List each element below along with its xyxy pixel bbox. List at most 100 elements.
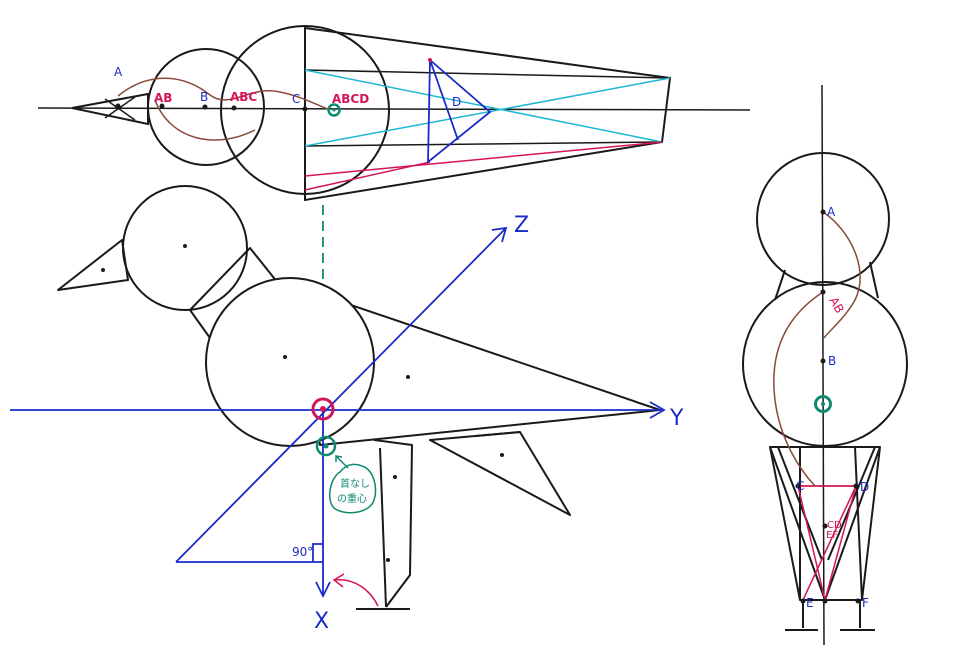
front-point-d — [853, 483, 859, 489]
top-magenta-line-2 — [304, 161, 431, 191]
top-point-a — [115, 103, 121, 109]
top-point-abc — [231, 105, 237, 111]
top-label-ab: AB — [154, 91, 172, 105]
side-leg-dot-2 — [386, 558, 390, 562]
top-center-line — [37, 107, 751, 111]
front-d-to-e — [802, 485, 857, 601]
side-tail-dot — [406, 375, 410, 379]
top-point-b — [202, 104, 208, 110]
side-centroid-teal-ring — [315, 435, 337, 457]
note-bubble — [328, 463, 377, 514]
top-d-median — [429, 59, 459, 141]
front-magenta-lines — [797, 485, 857, 601]
top-magenta-lines — [304, 141, 663, 191]
front-centroid-teal-dot — [821, 402, 825, 406]
front-center-line — [821, 84, 825, 646]
top-cyan-diagonal-2 — [304, 77, 671, 147]
y-axis-label: Y — [669, 406, 684, 431]
x-axis-arrowhead — [315, 581, 331, 599]
side-centroid-magenta-dot — [320, 406, 326, 412]
side-head-circle — [122, 185, 248, 311]
top-brown-path — [117, 77, 331, 141]
front-label-cd: CD — [827, 520, 842, 531]
top-d-vertex-dot — [428, 58, 432, 62]
note-pointer — [335, 455, 349, 469]
front-centroid-teal-ring — [814, 395, 832, 413]
side-leg — [373, 439, 413, 608]
front-points — [795, 209, 861, 604]
top-cyan-lines — [304, 69, 671, 147]
front-label-f: F — [862, 596, 869, 610]
front-point-cdef — [822, 523, 828, 529]
front-neck-left — [774, 269, 786, 301]
front-leg-diag-2 — [824, 446, 881, 601]
angle-label: 90° — [292, 545, 313, 559]
front-label-c: C — [796, 479, 804, 493]
top-label-abcd: ABCD — [332, 92, 369, 106]
front-point-c — [795, 483, 801, 489]
headless-centroid-note: 首なし の重心 — [328, 455, 377, 514]
front-neck-right — [869, 261, 879, 299]
side-beak — [57, 239, 129, 291]
side-centroid-magenta-ring — [311, 397, 335, 421]
side-rotation-arrow — [334, 579, 379, 607]
top-points — [115, 103, 308, 112]
top-beak-cross-1 — [104, 98, 136, 121]
side-centroid-teal-dot — [323, 443, 329, 449]
front-label-e: E — [806, 596, 814, 610]
z-axis-line — [175, 227, 507, 563]
top-label-a: A — [114, 65, 123, 79]
top-label-abc: ABC — [230, 90, 257, 104]
front-view — [742, 84, 908, 646]
top-guide-lower — [304, 141, 663, 147]
front-brown-path — [773, 211, 861, 487]
front-label-ab: AB — [826, 295, 846, 316]
side-view — [57, 185, 661, 610]
side-rotation-arrowhead — [332, 573, 345, 588]
front-head-circle — [756, 152, 890, 286]
front-leg-diag-1 — [769, 446, 826, 601]
front-leg-diag-4 — [854, 446, 863, 601]
side-head-dot — [183, 244, 187, 248]
front-cdf-triangle — [797, 485, 857, 601]
front-label-ef: EF — [826, 530, 838, 541]
front-label-d: D — [860, 480, 869, 494]
top-label-c: C — [292, 92, 300, 106]
side-body-circle — [205, 277, 375, 447]
note-pointer-head — [335, 455, 343, 462]
front-body-circle — [742, 281, 908, 447]
top-label-d: D — [452, 95, 461, 109]
front-point-e — [800, 598, 806, 604]
top-centroid-marker — [327, 103, 341, 117]
side-axes — [10, 226, 666, 599]
top-blue-triangle — [427, 58, 492, 164]
top-d-triangle — [427, 58, 492, 164]
side-undertail-line — [475, 431, 521, 437]
top-head-circle — [147, 48, 265, 166]
top-point-c — [302, 106, 308, 112]
y-axis-arrowhead — [649, 401, 666, 419]
front-point-a — [820, 209, 826, 215]
top-label-b: B — [200, 90, 208, 104]
side-undertail-dot — [500, 453, 504, 457]
note-line-2: の重心 — [337, 492, 367, 505]
x-axis-label: X — [314, 609, 329, 634]
side-leg-inner — [379, 447, 387, 608]
note-line-1: 首なし — [340, 477, 370, 490]
front-point-ef — [822, 598, 828, 604]
side-body-dot — [283, 355, 287, 359]
side-dots — [101, 244, 504, 562]
side-leg-dot-1 — [393, 475, 397, 479]
top-magenta-line-1 — [304, 141, 663, 177]
z-axis-label: Z — [514, 213, 529, 238]
top-view — [37, 25, 751, 202]
front-label-b: B — [828, 354, 836, 368]
front-label-a: A — [827, 205, 836, 219]
top-guide-upper — [304, 69, 671, 79]
front-leg-cross-1 — [777, 446, 823, 561]
front-point-b — [820, 358, 826, 364]
right-angle-marker — [312, 543, 323, 562]
side-belly-wedge — [176, 445, 340, 600]
front-point-ab — [820, 289, 826, 295]
